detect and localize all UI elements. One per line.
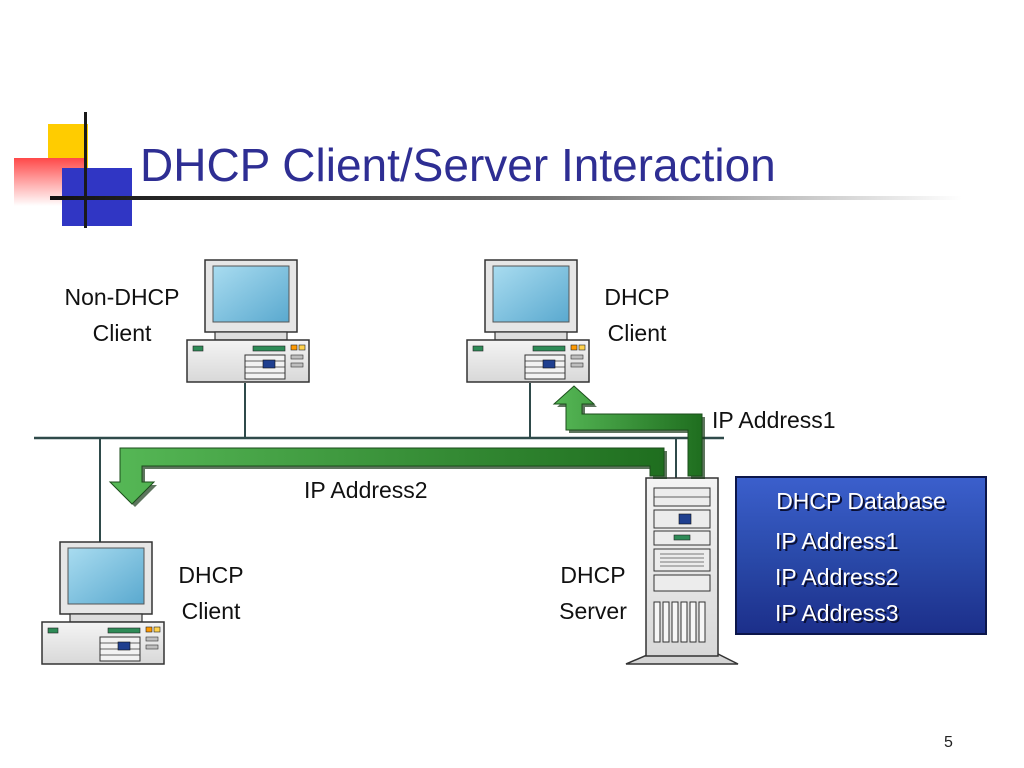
dhcp-client-top-label: DHCP Client <box>588 279 686 351</box>
dhcp-client-bottom-label-line2: Client <box>181 598 241 624</box>
dhcp-client-bottom-computer-icon <box>41 541 165 665</box>
dhcp-database-item: IP Address1 <box>775 528 899 554</box>
non-dhcp-client-label-line1: Non-DHCP <box>64 284 180 310</box>
title-deco-vertical-line <box>84 112 87 228</box>
dhcp-database-title: DHCP Database <box>776 488 946 514</box>
non-dhcp-client-computer-icon <box>186 259 310 383</box>
ip-address1-arrow <box>552 385 703 477</box>
ip-address2-arrow-label: IP Address2 <box>304 477 428 503</box>
dhcp-database-item: IP Address2 <box>775 564 899 590</box>
dhcp-server-label: DHCP Server <box>542 557 644 629</box>
ip-address1-arrow-label: IP Address1 <box>712 407 836 433</box>
dhcp-database-box: DHCP Database IP Address1 IP Address2 IP… <box>735 476 987 635</box>
title-underline <box>50 196 962 200</box>
page-number: 5 <box>944 734 953 751</box>
dhcp-client-top-label-line2: Client <box>607 320 667 346</box>
slide-title: DHCP Client/Server Interaction <box>140 139 776 191</box>
dhcp-server-label-line1: DHCP <box>560 562 626 588</box>
non-dhcp-client-label-line2: Client <box>92 320 152 346</box>
dhcp-client-top-label-line1: DHCP <box>604 284 670 310</box>
dhcp-client-bottom-label-line1: DHCP <box>178 562 244 588</box>
ip-address2-arrow <box>108 447 665 505</box>
dhcp-server-label-line2: Server <box>559 598 627 624</box>
dhcp-database-item: IP Address3 <box>775 600 899 626</box>
dhcp-client-bottom-label: DHCP Client <box>162 557 260 629</box>
dhcp-client-top-computer-icon <box>466 259 590 383</box>
non-dhcp-client-label: Non-DHCP Client <box>44 279 200 351</box>
dhcp-server-tower-icon <box>625 477 739 665</box>
